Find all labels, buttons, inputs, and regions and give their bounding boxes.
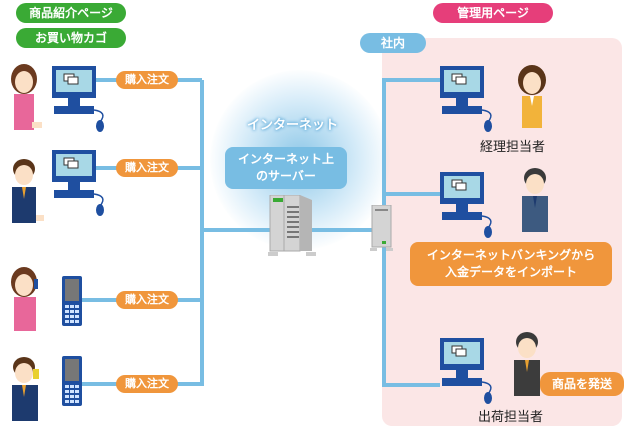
purchase-order-tag: 購入注文	[116, 375, 178, 393]
computer-icon	[440, 338, 500, 410]
server-label-line1: インターネット上	[237, 152, 334, 166]
internal-server-icon	[370, 204, 394, 257]
shipping-man-icon	[510, 330, 544, 402]
admin-page-badge: 管理用ページ	[433, 3, 553, 23]
staff-man-icon	[518, 166, 552, 238]
computer-icon	[52, 66, 112, 138]
mobile-phone-icon	[62, 356, 82, 410]
computer-icon	[440, 172, 500, 244]
server-label-line2: のサーバー	[256, 169, 316, 183]
customer-man-icon	[6, 155, 46, 229]
computer-icon	[440, 66, 500, 138]
internal-zone	[382, 38, 622, 426]
internet-label: インターネット	[246, 118, 338, 133]
network-line	[382, 192, 440, 196]
purchase-order-tag: 購入注文	[116, 71, 178, 89]
accountant-label: 経理担当者	[480, 140, 546, 155]
network-line	[382, 78, 440, 82]
internet-server-label: インターネット上 のサーバー	[225, 147, 347, 189]
accountant-woman-icon	[512, 64, 552, 134]
customer-man-phone-icon	[6, 355, 46, 427]
banking-import-note: インターネットバンキングから 入金データをインポート	[410, 242, 612, 286]
cart-badge: お買い物カゴ	[16, 28, 126, 48]
banking-note-line2: 入金データをインポート	[444, 265, 577, 279]
internal-badge: 社内	[360, 33, 426, 53]
customer-woman-icon	[6, 62, 42, 136]
mobile-phone-icon	[62, 276, 82, 330]
network-line	[200, 80, 204, 386]
shipping-label: 出荷担当者	[478, 410, 544, 425]
network-line	[382, 383, 440, 387]
computer-icon	[52, 150, 112, 222]
ship-goods-note: 商品を発送	[540, 372, 624, 396]
banking-note-line1: インターネットバンキングから	[426, 248, 596, 262]
purchase-order-tag: 購入注文	[116, 159, 178, 177]
customer-woman-phone-icon	[6, 265, 46, 337]
product-page-badge: 商品紹介ページ	[16, 3, 126, 23]
internet-server-icon	[268, 194, 316, 261]
purchase-order-tag: 購入注文	[116, 291, 178, 309]
